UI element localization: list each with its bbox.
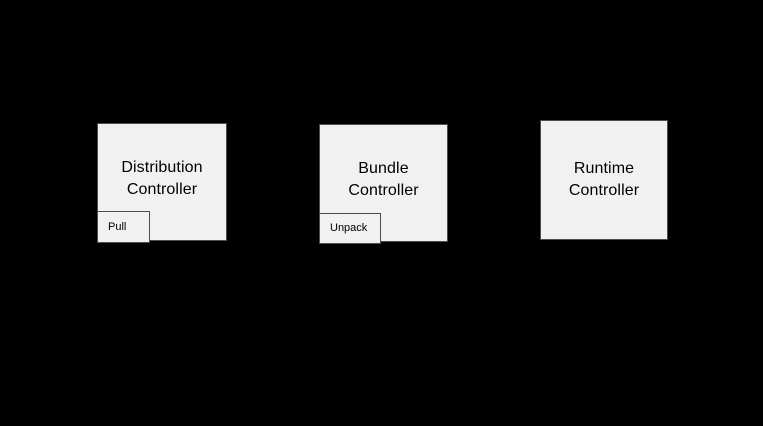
subnode-label-unpack: Unpack bbox=[330, 222, 368, 234]
node-label-bundle-controller: Bundle Controller bbox=[348, 160, 419, 199]
node-runtime-controller[interactable]: Runtime Controller bbox=[540, 120, 668, 240]
node-label-runtime-controller: Runtime Controller bbox=[568, 160, 640, 199]
subnode-label-pull: Pull bbox=[108, 220, 127, 233]
subnode-unpack[interactable]: Unpack bbox=[319, 213, 381, 244]
node-label-distribution-controller: Distribution Controller bbox=[121, 159, 203, 198]
subnode-pull[interactable]: Pull bbox=[97, 211, 150, 243]
